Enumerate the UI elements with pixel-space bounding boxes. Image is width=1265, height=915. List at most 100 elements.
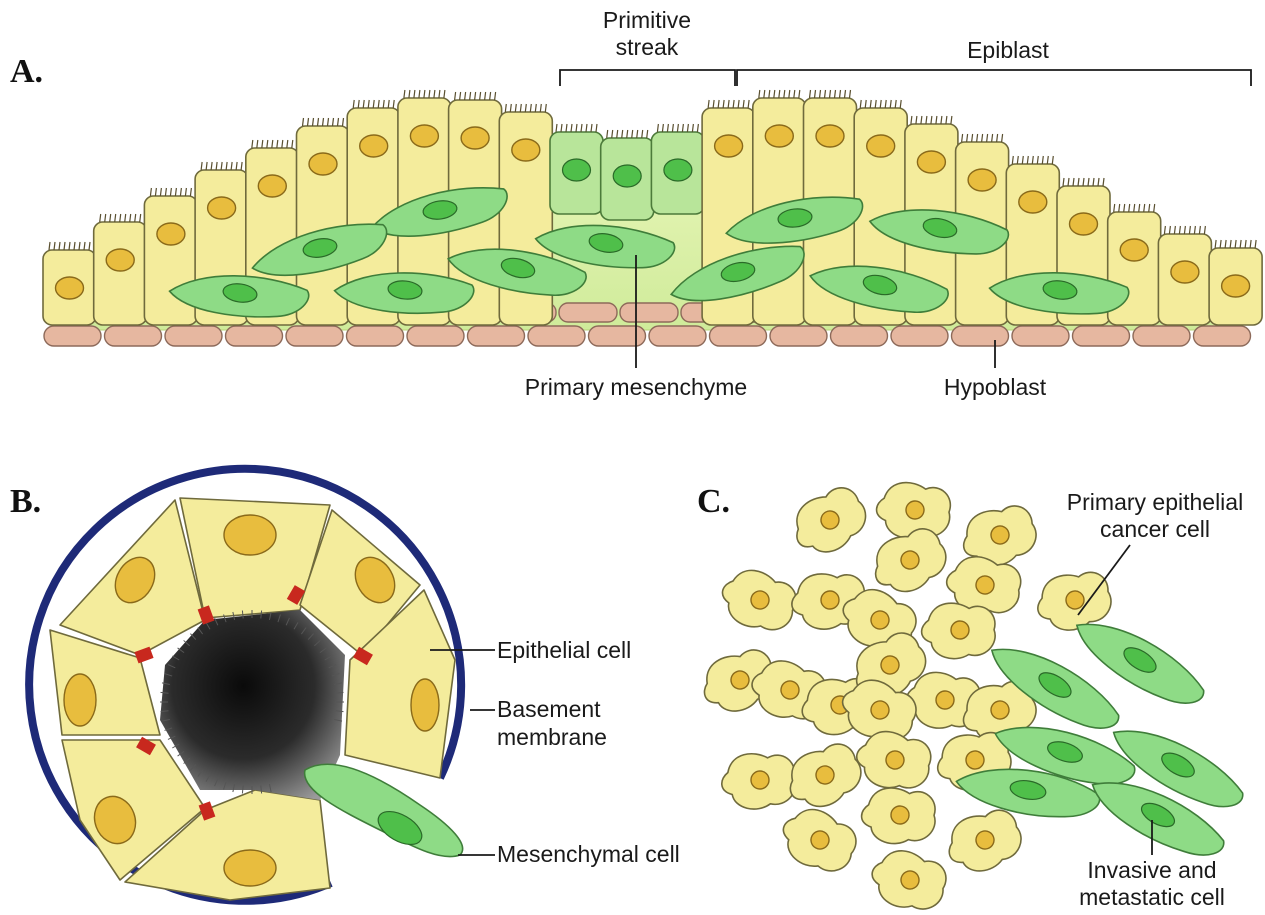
cilium bbox=[1179, 226, 1180, 234]
cilium bbox=[79, 242, 80, 250]
cilium bbox=[409, 90, 410, 98]
cilium bbox=[110, 214, 111, 222]
cancer-cell bbox=[851, 726, 935, 797]
cilium bbox=[571, 124, 572, 132]
cell-nucleus bbox=[1171, 261, 1199, 283]
cilium bbox=[880, 100, 881, 108]
cilium bbox=[967, 134, 968, 142]
cancer-cell bbox=[784, 479, 875, 564]
hypoblast-cell bbox=[286, 326, 343, 346]
cilium bbox=[556, 124, 557, 132]
hypoblast-cell bbox=[649, 326, 706, 346]
cell-nucleus bbox=[968, 169, 996, 191]
cilium bbox=[100, 214, 101, 222]
cilium bbox=[530, 104, 531, 112]
cilium bbox=[165, 188, 166, 196]
cell-nucleus bbox=[461, 127, 489, 149]
cilium bbox=[1250, 240, 1251, 248]
cilium bbox=[1119, 204, 1120, 212]
cilium bbox=[865, 100, 866, 108]
cilium bbox=[495, 92, 496, 100]
cilium bbox=[135, 214, 136, 222]
cilium bbox=[667, 124, 668, 132]
cilium bbox=[895, 100, 896, 108]
cilium bbox=[682, 124, 683, 132]
panel-b: B. Epithelial cell Basement membrane Mes… bbox=[10, 469, 680, 901]
cilium bbox=[642, 130, 643, 138]
cell-nucleus bbox=[765, 125, 793, 147]
hypoblast-cell bbox=[407, 326, 464, 346]
cilium bbox=[54, 242, 55, 250]
cilium bbox=[774, 90, 775, 98]
hypoblast-cell bbox=[770, 326, 827, 346]
cilium bbox=[723, 100, 724, 108]
cilium bbox=[962, 134, 963, 142]
cancer-cell bbox=[779, 736, 869, 817]
cilium bbox=[860, 100, 861, 108]
cilium bbox=[175, 188, 176, 196]
cilium bbox=[1078, 178, 1079, 186]
cilium bbox=[1134, 204, 1135, 212]
cilium bbox=[1129, 204, 1130, 212]
cilium bbox=[363, 100, 364, 108]
epithelial-cell-nucleus bbox=[64, 674, 96, 726]
epithelial-cell-label: Epithelial cell bbox=[497, 637, 631, 663]
cilium bbox=[74, 242, 75, 250]
cilium bbox=[992, 134, 993, 142]
cilium bbox=[535, 104, 536, 112]
cancer-cell-nucleus bbox=[951, 621, 970, 640]
cilium bbox=[1068, 178, 1069, 186]
epiblast-cell bbox=[94, 222, 147, 325]
cilium bbox=[1073, 178, 1074, 186]
cilium bbox=[1098, 178, 1099, 186]
primary-cancer-label-line1: Primary epithelial bbox=[1067, 489, 1243, 515]
cilium bbox=[180, 188, 181, 196]
epithelial-cell-nucleus bbox=[224, 850, 276, 886]
cilium bbox=[313, 118, 314, 126]
invasive-label-line1: Invasive and bbox=[1087, 857, 1216, 883]
cilium bbox=[566, 124, 567, 132]
cancer-cell-nucleus bbox=[751, 771, 769, 789]
cell-nucleus bbox=[1120, 239, 1148, 261]
panel-c: C. Primary epithelial cancer cell Invasi… bbox=[695, 479, 1250, 915]
hypoblast-cell bbox=[105, 326, 162, 346]
hypoblast-cell bbox=[952, 326, 1009, 346]
cilium bbox=[236, 162, 237, 170]
hypoblast-cell bbox=[589, 326, 646, 346]
cilium bbox=[692, 124, 693, 132]
cilium bbox=[921, 116, 922, 124]
cilium bbox=[1149, 204, 1150, 212]
cell-nucleus bbox=[816, 125, 844, 147]
cilium bbox=[672, 124, 673, 132]
cilium bbox=[439, 90, 440, 98]
cilium bbox=[607, 130, 608, 138]
cilium bbox=[540, 104, 541, 112]
cilium bbox=[1245, 240, 1246, 248]
cilium bbox=[475, 92, 476, 100]
hypoblast-cell bbox=[1073, 326, 1130, 346]
primitive-streak-label-line1: Primitive bbox=[603, 7, 691, 33]
hypoblast-cell bbox=[44, 326, 101, 346]
cilium bbox=[211, 162, 212, 170]
cilium bbox=[875, 100, 876, 108]
cilium bbox=[1220, 240, 1221, 248]
cilium bbox=[916, 116, 917, 124]
cilium bbox=[510, 104, 511, 112]
cilium bbox=[657, 124, 658, 132]
cilium bbox=[662, 124, 663, 132]
cilium bbox=[434, 90, 435, 98]
cilium bbox=[835, 90, 836, 98]
cilium bbox=[1124, 204, 1125, 212]
cell-nucleus bbox=[1070, 213, 1098, 235]
cancer-cell-nucleus bbox=[890, 805, 909, 824]
cilium bbox=[850, 90, 851, 98]
cilium bbox=[789, 90, 790, 98]
hypoblast-cell bbox=[1012, 326, 1069, 346]
cilium bbox=[718, 100, 719, 108]
cilium bbox=[779, 90, 780, 98]
cell-nucleus bbox=[613, 165, 641, 187]
cilium bbox=[941, 116, 942, 124]
cilium bbox=[764, 90, 765, 98]
cilium bbox=[1093, 178, 1094, 186]
cilium bbox=[799, 90, 800, 98]
